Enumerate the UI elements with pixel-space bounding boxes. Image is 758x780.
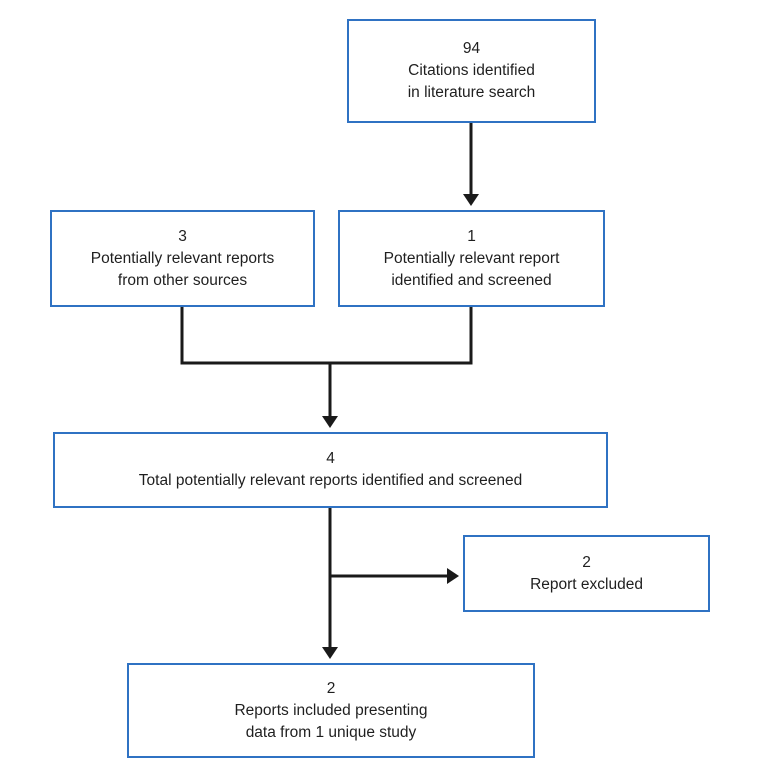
flow-box-citations: 94 Citations identified in literature se…	[347, 19, 596, 123]
flow-box-other-sources: 3 Potentially relevant reports from othe…	[50, 210, 315, 307]
box-label-line: Total potentially relevant reports ident…	[138, 472, 523, 489]
box-label-line: Report excluded	[530, 575, 643, 593]
box-count: 94	[462, 40, 481, 57]
box-count: 1	[467, 227, 476, 245]
box-label-line: data from 1 unique study	[245, 723, 417, 741]
box-count: 4	[326, 450, 335, 467]
flow-box-screened: 1 Potentially relevant report identified…	[338, 210, 605, 307]
flow-box-total: 4 Total potentially relevant reports ide…	[53, 432, 608, 508]
flow-box-excluded: 2 Report excluded	[463, 535, 710, 612]
box-count: 3	[178, 227, 187, 245]
box-label-line: from other sources	[117, 271, 248, 289]
box-label-line: in literature search	[407, 84, 536, 101]
box-label-line: Potentially relevant reports	[90, 249, 275, 267]
box-count: 2	[582, 553, 591, 571]
flow-box-included: 2 Reports included presenting data from …	[127, 663, 535, 758]
box-label-line: Citations identified	[408, 62, 535, 79]
box-label-line: identified and screened	[391, 271, 552, 289]
box-label-line: Potentially relevant report	[383, 249, 560, 267]
box-label-line: Reports included presenting	[234, 701, 428, 719]
box-count: 2	[326, 679, 336, 697]
